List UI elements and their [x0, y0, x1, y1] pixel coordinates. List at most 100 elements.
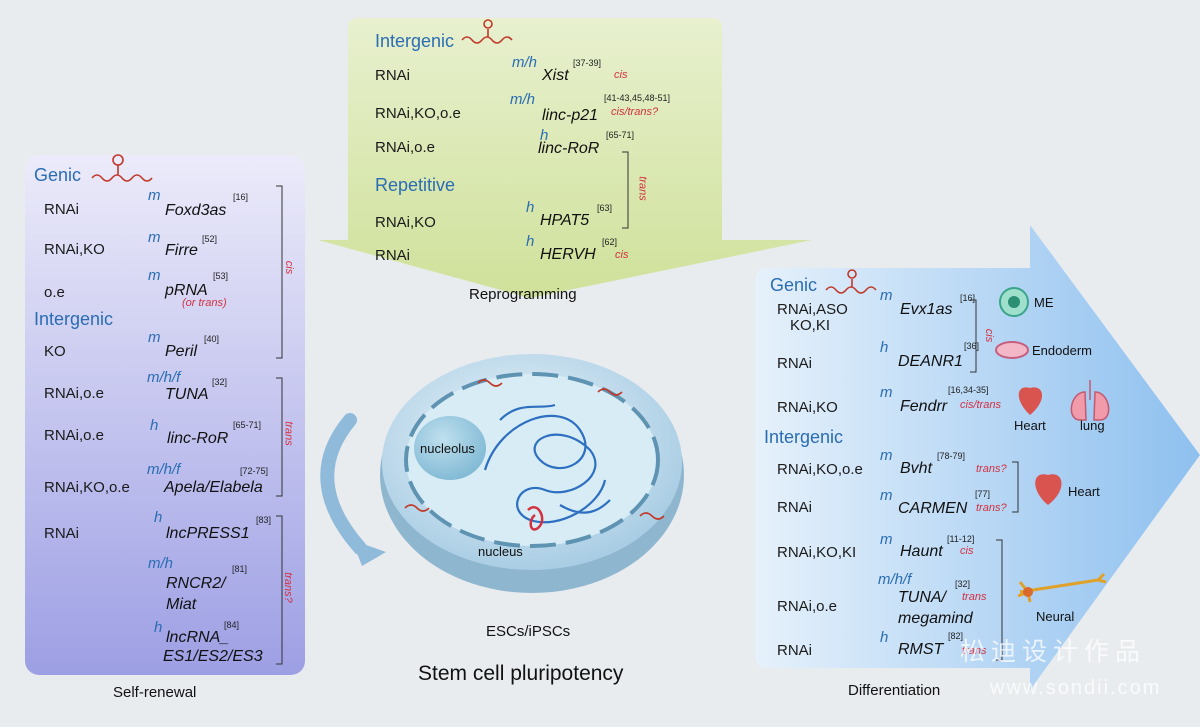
rp-method-0: RNAi — [375, 67, 411, 84]
df-species-3: m — [880, 447, 893, 464]
nuclear-envelope — [404, 372, 660, 548]
rp-method-2: RNAi,o.e — [375, 139, 436, 156]
sr-gene-3: Peril — [165, 343, 198, 360]
df-method-5: RNAi,KO,KI — [777, 544, 857, 561]
df-reg-3: trans? — [976, 463, 1007, 475]
sr-method-0: RNAi — [44, 201, 80, 218]
sr-gene-9b: ES1/ES2/ES3 — [163, 648, 263, 665]
sr-gene-1: Firre — [165, 242, 198, 259]
me-label: ME — [1034, 295, 1054, 310]
heart-label: Heart — [1014, 418, 1046, 433]
chromatin-red — [527, 506, 544, 531]
df-ref-7: [82] — [948, 631, 964, 641]
sr-ref-4: [32] — [212, 377, 228, 387]
sr-species-9: h — [154, 619, 163, 636]
df-species-2: m — [880, 384, 893, 401]
sr-ref-5: [65-71] — [233, 420, 262, 430]
curved-arrow — [320, 413, 367, 555]
rp-species-1: m/h — [510, 91, 536, 108]
rna-squiggle-1 — [477, 379, 503, 387]
heart-icon — [1018, 387, 1043, 415]
sr-gene-4: TUNA — [165, 386, 209, 403]
self-renewal-genic-title: Genic — [34, 165, 82, 185]
center-title: Stem cell pluripotency — [418, 662, 624, 685]
rp-method-1: RNAi,KO,o.e — [375, 105, 461, 122]
rp-reg-1: cis/trans? — [611, 106, 659, 118]
rp-gene-2: linc-RoR — [538, 140, 600, 157]
sr-species-7: h — [154, 509, 163, 526]
sr-ref-0: [16] — [233, 192, 249, 202]
sr-gene-5: linc-RoR — [167, 430, 229, 447]
df-method-1: RNAi — [777, 355, 813, 372]
lncrna-icon-genic-left — [91, 154, 153, 182]
bracket-trans-top — [622, 151, 629, 229]
chromatin — [483, 403, 611, 524]
bracket-trans-left — [276, 377, 283, 497]
reprogramming-arrow — [318, 18, 812, 298]
bracket-trans-q-left — [276, 515, 283, 665]
df-species-7: h — [880, 629, 889, 646]
reprogramming-intergenic-title: Intergenic — [375, 31, 455, 51]
df-method-0: RNAi,ASO — [777, 301, 848, 318]
sr-bracket-cis: cis — [283, 260, 296, 275]
nucleolus-shape — [414, 416, 486, 480]
lung-label: lung — [1080, 418, 1105, 433]
watermark-url: www.sondii.com — [990, 677, 1162, 699]
self-renewal-caption: Self-renewal — [113, 684, 197, 701]
neuron-body — [1023, 587, 1033, 597]
sr-method-5: RNAi,o.e — [44, 427, 105, 444]
bracket-cis-right — [970, 299, 977, 373]
lung-icon — [1070, 380, 1110, 421]
sr-ref-2: [53] — [213, 271, 229, 281]
bracket-cis-left — [276, 185, 283, 359]
sr-gene-8b: Miat — [166, 596, 197, 613]
sr-species-1: m — [148, 229, 161, 246]
self-renewal-panel — [25, 155, 305, 675]
neural-label: Neural — [1036, 609, 1075, 624]
sr-ref-3: [40] — [204, 334, 220, 344]
sr-method-6: RNAi,KO,o.e — [44, 479, 130, 496]
rp-method-4: RNAi — [375, 247, 411, 264]
sr-species-4: m/h/f — [147, 369, 181, 386]
sr-method-3: KO — [44, 343, 66, 360]
df-gene-1: DEANR1 — [898, 353, 963, 370]
sr-species-8: m/h — [148, 555, 174, 572]
reprogramming-repetitive-title: Repetitive — [375, 175, 456, 195]
lncrna-icon-intergenic-top — [461, 19, 513, 44]
differentiation-genic-title: Genic — [770, 275, 818, 295]
rp-ref-4: [62] — [602, 237, 618, 247]
df-species-1: h — [880, 339, 889, 356]
df-species-5: m — [880, 531, 893, 548]
df-method-2: RNAi,KO — [777, 399, 838, 416]
sr-gene-6: Apela/Elabela — [164, 479, 263, 496]
df-ref-0: [16] — [960, 293, 976, 303]
rp-ref-3: [63] — [597, 203, 613, 213]
df-species-6: m/h/f — [878, 571, 912, 588]
df-bracket-cis: cis — [983, 328, 996, 343]
rp-ref-0: [37-39] — [573, 58, 602, 68]
df-method-4: RNAi — [777, 499, 813, 516]
bracket-neural-right — [996, 539, 1003, 661]
reprogramming-caption: Reprogramming — [469, 286, 577, 303]
sr-gene-7: lncPRESS1 — [166, 525, 250, 542]
df-ref-3: [78-79] — [937, 451, 966, 461]
rp-gene-1: linc-p21 — [542, 107, 599, 124]
df-reg-4: trans? — [976, 502, 1007, 514]
df-method-6: RNAi,o.e — [777, 598, 838, 615]
df-method-3: RNAi,KO,o.e — [777, 461, 863, 478]
differentiation-arrow — [755, 225, 1200, 690]
rp-species-3: h — [526, 199, 535, 216]
df-species-0: m — [880, 287, 893, 304]
rp-ref-1: [41-43,45,48-51] — [604, 93, 671, 103]
bracket-trans-right-heart — [1012, 461, 1019, 513]
df-reg-5: cis — [960, 545, 974, 557]
neuron-icon — [1017, 572, 1107, 603]
sr-method-2: o.e — [44, 284, 65, 301]
me-cell-nucleus — [1008, 296, 1020, 308]
rp-ref-2: [65-71] — [606, 130, 635, 140]
sr-ref-9: [84] — [224, 620, 240, 630]
cell-label: ESCs/iPSCs — [486, 623, 571, 640]
df-gene-2: Fendrr — [900, 398, 948, 415]
sr-species-2: m — [148, 267, 161, 284]
